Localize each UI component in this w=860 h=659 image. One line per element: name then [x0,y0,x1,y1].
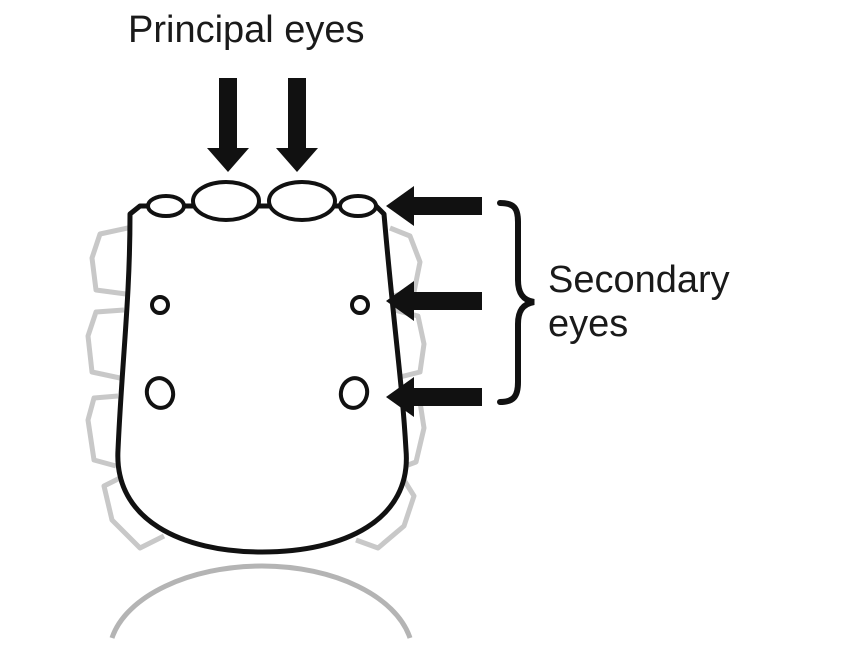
secondary-eyes-label: Secondary eyes [548,258,730,346]
leg-left-2 [85,307,125,381]
leg-right-4 [355,478,417,551]
arrow-left-middle-icon [386,281,482,321]
principal-arrows [207,78,318,172]
secondary-arrows [386,186,482,417]
principal-eyes-label: Principal eyes [128,9,365,51]
abdomen-arc [109,563,413,639]
arrow-down-right-icon [276,78,318,172]
secondary-eye-front-right [338,194,378,218]
secondary-eye-front-left [146,194,186,218]
leg-left-1 [89,225,129,297]
arrow-left-top-icon [386,186,482,226]
secondary-eyes-label-line2: eyes [548,303,629,345]
leg-left-3 [85,393,119,469]
legs-left [85,225,166,551]
secondary-eye-rear-right [338,376,370,410]
principal-eye-left [191,180,261,222]
leg-left-4 [101,475,166,551]
cephalothorax-outline [115,203,409,555]
secondary-eyes-label-line1: Secondary [548,259,730,301]
secondary-brace-icon [497,200,535,405]
front-eye-row [146,180,378,222]
secondary-eye-rear-left [144,376,176,410]
body-eyes [144,295,370,410]
secondary-eye-middle-right [350,295,370,315]
leg-right-1 [389,225,423,299]
arrow-down-left-icon [207,78,249,172]
secondary-eye-middle-left [150,295,170,315]
arrow-left-bottom-icon [386,377,482,417]
principal-eye-right [267,180,337,222]
